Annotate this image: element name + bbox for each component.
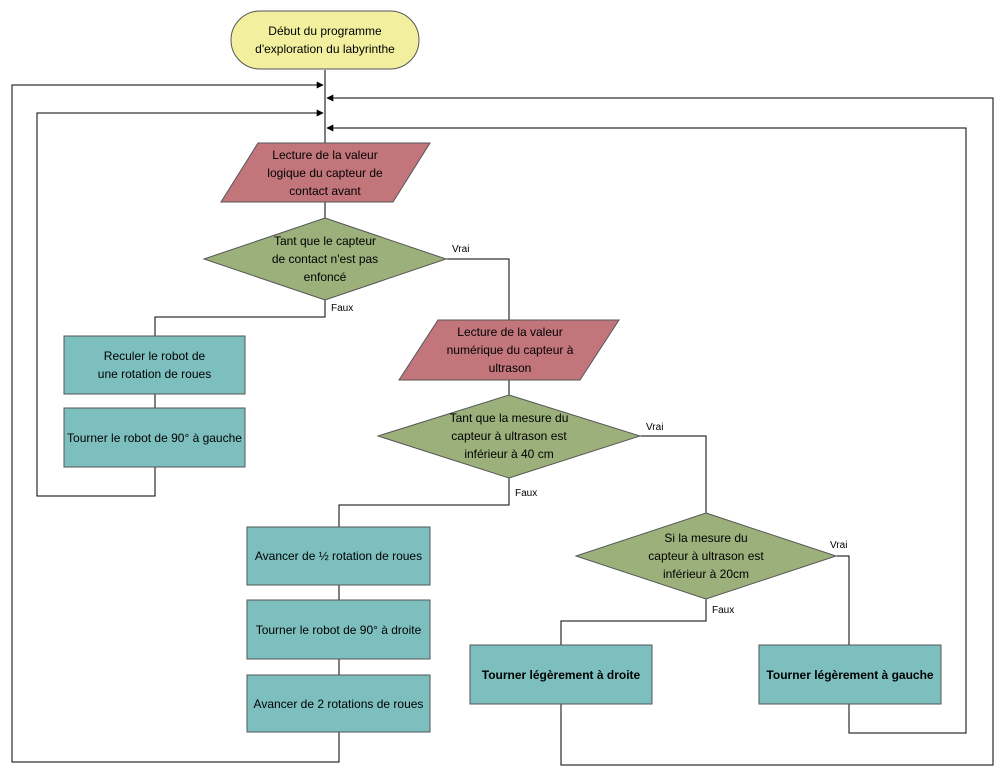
connectors (11, 70, 994, 766)
edge-label-vrai-contact: Vrai (452, 244, 470, 255)
tourner-leg-droite-process (469, 644, 653, 705)
edge-label-vrai-40cm: Vrai (646, 422, 664, 433)
connector-loop-inner-right (326, 124, 967, 734)
connector-while-contact-vrai (446, 258, 510, 320)
connector-if-20-faux (560, 599, 707, 645)
while-contact-decision (202, 217, 448, 301)
while-40cm-decision (376, 394, 642, 479)
connector-while-contact-faux (154, 300, 326, 336)
connector-loop-outer-left (11, 81, 340, 763)
read-ultrason-input (398, 319, 620, 381)
avancer-2-process (246, 674, 431, 733)
start-terminal (230, 10, 420, 70)
edge-label-vrai-20cm: Vrai (830, 540, 848, 551)
read-contact-input (220, 142, 431, 203)
connector-loop-outer-right (326, 94, 994, 766)
connector-while-40-vrai (640, 435, 707, 513)
tourner-leg-gauche-process (758, 644, 942, 705)
tourner-droite-90-process (246, 599, 431, 660)
tourner-gauche-90-process (63, 407, 246, 468)
connector-if-20-vrai (836, 555, 850, 645)
if-20cm-decision (574, 512, 838, 600)
connector-loop-inner-left (36, 109, 324, 497)
reculer-process (63, 335, 246, 395)
edge-label-faux-40cm: Faux (515, 488, 538, 499)
edge-label-faux-contact: Faux (331, 303, 354, 314)
edge-label-faux-20cm: Faux (712, 605, 735, 616)
connector-while-40-faux (338, 478, 510, 527)
avancer-demi-process (246, 526, 431, 586)
